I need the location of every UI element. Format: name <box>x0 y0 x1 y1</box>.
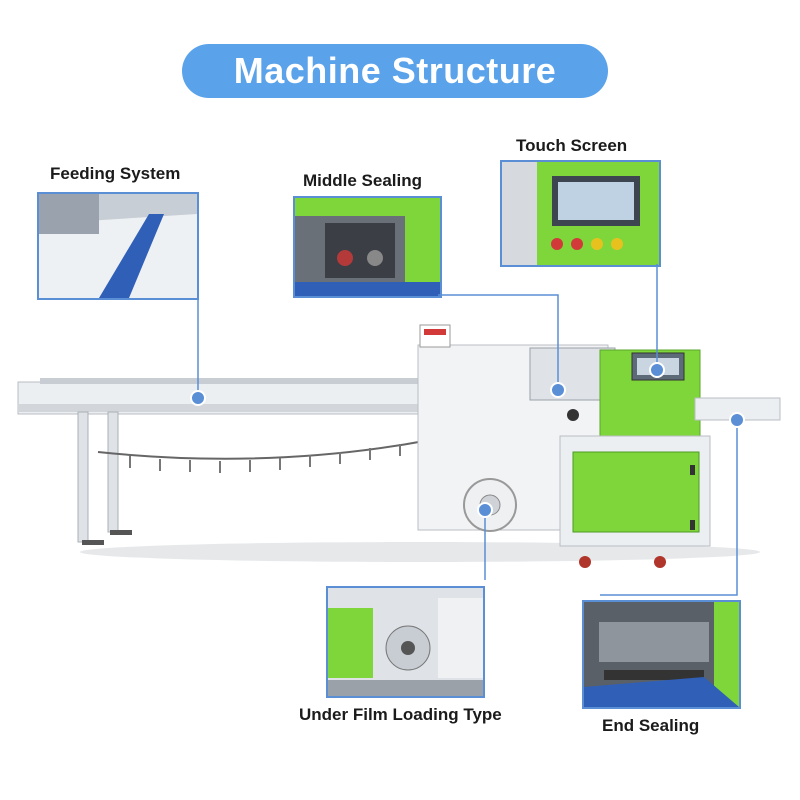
inset-touch-screen <box>500 160 661 267</box>
inset-feeding-system <box>37 192 199 300</box>
label-touch-screen: Touch Screen <box>516 136 628 155</box>
label-middle-sealing: Middle Sealing <box>303 171 423 190</box>
title-banner: Machine Structure <box>182 44 608 98</box>
label-end-sealing: End Sealing <box>602 716 700 735</box>
inset-end-sealing <box>582 600 741 709</box>
label-under-film-loading-type: Under Film Loading Type <box>299 705 502 724</box>
label-feeding-system: Feeding System <box>50 164 181 183</box>
inset-middle-sealing <box>293 196 442 298</box>
inset-under-film-loading <box>326 586 485 698</box>
